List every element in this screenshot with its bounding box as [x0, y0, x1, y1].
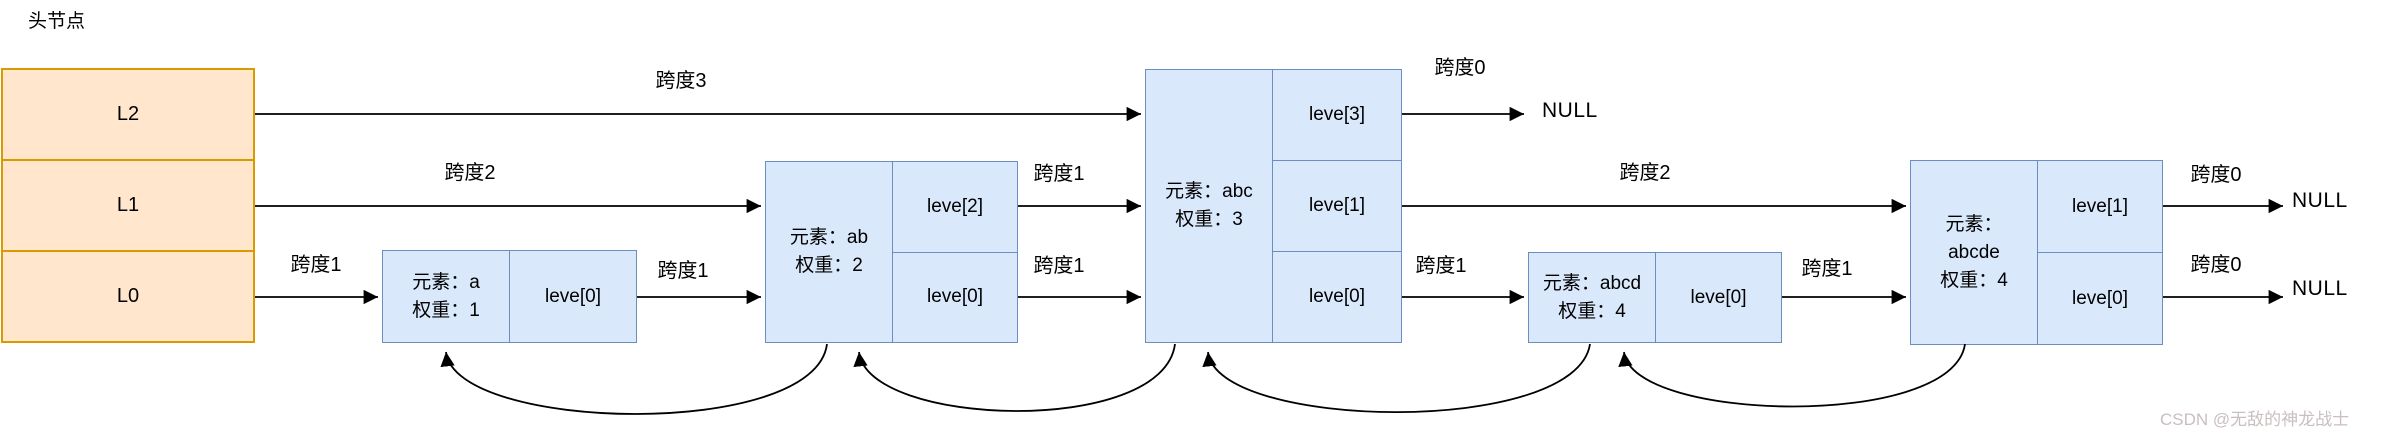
span-label-head-l2: 跨度3: [655, 70, 707, 92]
span-label-abc-leve1: 跨度2: [1619, 162, 1671, 184]
head-node-title: 头节点: [28, 11, 86, 32]
level-column-abc: leve[3] leve[1] leve[0]: [1273, 70, 1401, 342]
element-cell-ab: 元素：ab 权重：2: [766, 162, 893, 342]
span-label-a-to-ab: 跨度1: [657, 260, 709, 282]
weight-line: 权重：3: [1175, 209, 1243, 230]
level-cell-a-0: leve[0]: [545, 285, 601, 307]
level-column-ab: leve[2] leve[0]: [893, 162, 1017, 342]
node-a: 元素：a 权重：1 leve[0]: [382, 250, 637, 343]
level-cell-abcde-bottom: leve[0]: [2038, 252, 2162, 344]
span-label-ab-leve2: 跨度1: [1033, 163, 1085, 185]
back-arrow-abcde-to-abcd: [1618, 343, 1966, 408]
span-label-ab-leve0: 跨度1: [1033, 255, 1085, 277]
back-arrow-abc-to-ab: [853, 343, 1176, 412]
back-arrow-ab-to-a: [440, 343, 828, 415]
span-label-abcde-leve0: 跨度0: [2190, 254, 2242, 276]
element-cell-abc: 元素：abc 权重：3: [1146, 70, 1273, 342]
weight-line: 权重：2: [795, 255, 863, 276]
back-arrow-abcd-to-abc: [1202, 343, 1591, 414]
level-cell-abc-middle: leve[1]: [1273, 160, 1401, 251]
level-cell-ab-top: leve[2]: [927, 195, 983, 217]
node-abc: 元素：abc 权重：3 leve[3] leve[1] leve[0]: [1145, 69, 1402, 343]
span-label-abcd-leve0: 跨度1: [1801, 258, 1853, 280]
element-cell-abcd: 元素：abcd 权重：4: [1529, 253, 1656, 342]
node-abcd: 元素：abcd 权重：4 leve[0]: [1528, 252, 1782, 343]
level-cell-abcde-top: leve[1]: [2072, 195, 2128, 217]
level-cell-abcd-0: leve[0]: [1690, 286, 1747, 308]
element-line: 元素：abc: [1165, 181, 1253, 202]
level-column-abcd: leve[0]: [1656, 253, 1781, 342]
level-cell-ab-bottom: leve[0]: [893, 251, 1017, 343]
element-cell-a: 元素：a 权重：1: [383, 251, 510, 342]
span-label-head-l1: 跨度2: [444, 162, 496, 184]
level-cell-abc-bottom: leve[0]: [1273, 251, 1401, 342]
level-cell-abc-top: leve[3]: [1309, 104, 1365, 125]
element-line: 元素：ab: [789, 227, 869, 248]
weight-line: 权重：4: [1558, 300, 1626, 322]
node-ab: 元素：ab 权重：2 leve[2] leve[0]: [765, 161, 1018, 343]
head-node: L2 L1 L0: [1, 68, 255, 343]
element-line2: abcde: [1948, 241, 2000, 263]
span-label-abc-leve3: 跨度0: [1434, 57, 1486, 79]
weight-line: 权重：1: [412, 299, 480, 321]
element-cell-abcde: 元素： abcde 权重：4: [1911, 161, 2038, 344]
null-label-abcde-leve0: NULL: [2292, 277, 2348, 300]
null-label-abc-leve3: NULL: [1542, 99, 1598, 122]
level-column-abcde: leve[1] leve[0]: [2038, 161, 2162, 344]
span-label-head-l0: 跨度1: [290, 254, 342, 276]
watermark: CSDN @无敌的神龙战士: [2160, 410, 2350, 429]
element-line: 元素：abcd: [1542, 272, 1642, 294]
head-level-l2: L2: [116, 103, 140, 125]
node-abcde: 元素： abcde 权重：4 leve[1] leve[0]: [1910, 160, 2163, 345]
weight-line: 权重：4: [1940, 269, 2008, 291]
level-column-a: leve[0]: [510, 251, 636, 342]
span-label-abc-leve0: 跨度1: [1415, 255, 1467, 277]
element-line: 元素：a: [412, 271, 480, 293]
element-line: 元素：: [1945, 213, 2003, 235]
head-level-l1: L1: [3, 159, 253, 250]
null-label-abcde-leve1: NULL: [2292, 189, 2348, 212]
span-label-abcde-leve1: 跨度0: [2190, 164, 2242, 186]
head-level-l0: L0: [3, 250, 253, 341]
